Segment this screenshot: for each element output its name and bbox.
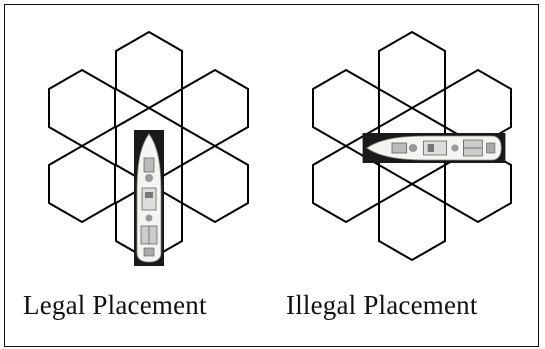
hex-cell	[48, 145, 116, 223]
hex-cell	[181, 69, 249, 147]
hex-cell	[378, 183, 446, 261]
warship-icon	[362, 132, 506, 164]
illegal-placement-label: Illegal Placement	[286, 290, 478, 320]
diagram-frame	[4, 4, 539, 347]
hex-cell	[115, 31, 183, 109]
warship-icon	[133, 129, 165, 267]
hex-cell	[48, 69, 116, 147]
legal-placement-label: Legal Placement	[23, 290, 207, 320]
hex-cell	[181, 145, 249, 223]
hex-cell	[378, 31, 446, 109]
